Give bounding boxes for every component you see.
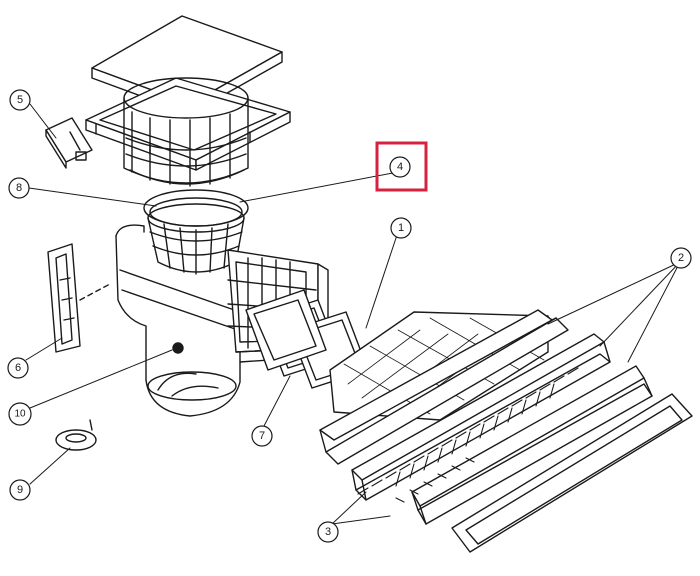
front-plate-rear <box>319 309 569 465</box>
callout-5 <box>9 89 31 111</box>
callout-6 <box>7 357 29 379</box>
callout-6-label: 6 <box>15 362 21 374</box>
callout-5-label: 5 <box>17 94 23 106</box>
callout-8 <box>8 177 30 199</box>
callout-3-label: 3 <box>325 526 331 538</box>
callout-10 <box>8 402 32 426</box>
highlight-box <box>375 141 428 192</box>
basket-ring <box>143 189 249 227</box>
callout-4 <box>389 156 411 178</box>
screw-row <box>357 367 579 503</box>
front-plate-gasket <box>411 365 653 525</box>
callout-1-label: 1 <box>398 222 404 234</box>
callout-4-label: 4 <box>397 161 403 173</box>
callout-8-label: 8 <box>16 182 22 194</box>
weir-flap <box>45 117 93 169</box>
callout-9 <box>9 479 31 501</box>
skimmer-collar-frame <box>85 77 291 187</box>
callout-10-label: 10 <box>14 409 26 420</box>
callout-1 <box>390 217 412 239</box>
small-cap-part <box>55 419 97 451</box>
callout-7 <box>251 425 273 447</box>
callout-2-label: 2 <box>678 252 684 264</box>
front-trim-frame <box>451 393 693 553</box>
callout-7-label: 7 <box>259 430 265 442</box>
callout-2 <box>670 247 692 269</box>
callout-9-label: 9 <box>17 484 23 496</box>
callout-3 <box>317 521 339 543</box>
side-bracket <box>47 243 111 353</box>
leader-lines <box>25 103 681 525</box>
